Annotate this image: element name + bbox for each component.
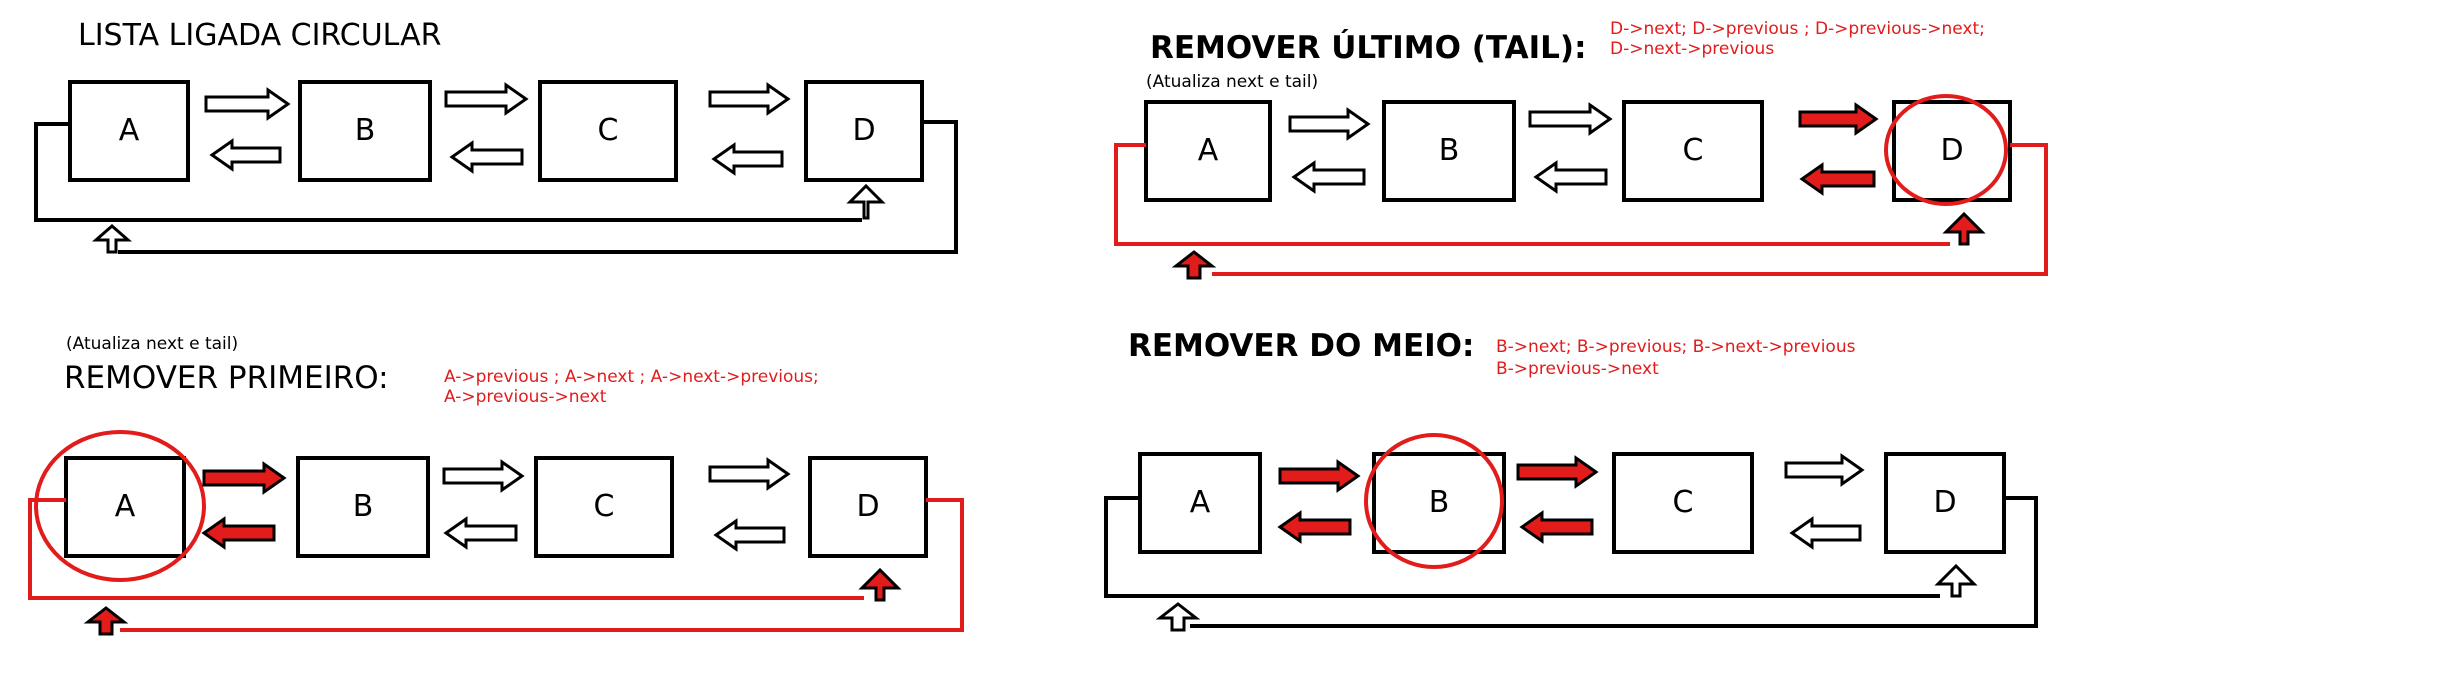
node-label: B (1439, 133, 1460, 168)
highlight-circle (1364, 433, 1504, 569)
panel-title: REMOVER ÚLTIMO (TAIL): (1150, 29, 1586, 66)
operations-line-2: B->previous->next (1496, 359, 1659, 379)
node-label: D (856, 489, 879, 524)
node-label: D (852, 113, 875, 148)
up-arrow-icon (1942, 211, 1986, 246)
panel-remove-first: (Atualiza next e tail) REMOVER PRIMEIRO:… (28, 334, 964, 636)
next-arrow-icon (202, 461, 287, 495)
node-label: C (598, 113, 619, 148)
previous-arrow-icon (449, 140, 524, 174)
previous-arrow-icon (1533, 160, 1608, 194)
node-box-c: C (538, 80, 678, 182)
node-box-a: A (1138, 452, 1262, 554)
previous-arrow-icon (1799, 162, 1876, 196)
node-label: C (1683, 133, 1704, 168)
node-label: B (353, 489, 374, 524)
panel-remove-tail: REMOVER ÚLTIMO (TAIL): D->next; D->previ… (1114, 19, 2048, 280)
next-arrow-icon (708, 82, 791, 116)
operations-line-1: A->previous ; A->next ; A->next->previou… (444, 367, 819, 387)
previous-arrow-icon (209, 138, 282, 172)
panel-title: LISTA LIGADA CIRCULAR (78, 18, 441, 53)
up-arrow-icon (1171, 250, 1217, 280)
node-label: A (119, 113, 140, 148)
operations-line-2: A->previous->next (444, 387, 607, 407)
node-box-b: B (296, 456, 430, 558)
node-box-d: D (804, 80, 924, 182)
node-box-c: C (1612, 452, 1754, 554)
circular-link-lines (1114, 143, 2048, 276)
node-label: D (1933, 485, 1956, 520)
node-box-a: A (64, 456, 186, 558)
node-label: A (1198, 133, 1219, 168)
next-arrow-icon (1288, 107, 1371, 141)
previous-arrow-icon (201, 516, 276, 550)
update-note: (Atualiza next e tail) (66, 334, 238, 354)
next-arrow-icon (1798, 102, 1879, 136)
node-box-b: B (1382, 100, 1516, 202)
panel-title: REMOVER PRIMEIRO: (64, 360, 389, 396)
highlight-circle (34, 430, 206, 582)
node-box-a: A (1144, 100, 1272, 202)
previous-arrow-icon (1789, 516, 1862, 550)
previous-arrow-icon (1291, 160, 1366, 194)
next-arrow-icon (1784, 453, 1865, 487)
node-label: C (594, 489, 615, 524)
next-arrow-icon (444, 82, 529, 116)
node-box-c: C (534, 456, 674, 558)
operations-line-1: D->next; D->previous ; D->previous->next… (1610, 19, 1985, 39)
node-label: A (115, 489, 136, 524)
up-arrow-icon (83, 606, 129, 636)
next-arrow-icon (1528, 102, 1613, 136)
circular-link-lines (28, 498, 964, 632)
next-arrow-icon (1278, 459, 1361, 493)
circular-link-lines (34, 120, 958, 254)
previous-arrow-icon (443, 516, 518, 550)
operations-line-2: D->next->previous (1610, 39, 1774, 59)
next-arrow-icon (442, 459, 525, 493)
panel-circular-list: LISTA LIGADA CIRCULAR A B C D (34, 18, 958, 254)
up-arrow-icon (858, 567, 902, 602)
node-label: B (355, 113, 376, 148)
node-label: B (1429, 485, 1450, 520)
previous-arrow-icon (1277, 510, 1352, 544)
node-label: A (1190, 485, 1211, 520)
node-box-b: B (1372, 452, 1506, 554)
next-arrow-icon (708, 457, 791, 491)
node-box-c: C (1622, 100, 1764, 202)
node-label: C (1673, 485, 1694, 520)
previous-arrow-icon (1519, 510, 1594, 544)
node-box-d: D (808, 456, 928, 558)
circular-link-lines (1104, 496, 2038, 628)
operations-line-1: B->next; B->previous; B->next->previous (1496, 337, 1856, 357)
previous-arrow-icon (713, 518, 786, 552)
up-arrow-icon (1155, 602, 1201, 632)
up-arrow-icon (92, 224, 132, 254)
node-box-a: A (68, 80, 190, 182)
node-box-d: D (1884, 452, 2006, 554)
next-arrow-icon (1516, 455, 1599, 489)
node-label: D (1940, 133, 1963, 168)
highlight-circle (1884, 94, 2008, 206)
up-arrow-icon (1934, 563, 1978, 598)
node-box-b: B (298, 80, 432, 182)
update-note: (Atualiza next e tail) (1146, 72, 1318, 92)
node-box-d: D (1892, 100, 2012, 202)
panel-title: REMOVER DO MEIO: (1128, 328, 1474, 364)
panel-remove-middle: REMOVER DO MEIO: B->next; B->previous; B… (1104, 328, 2038, 632)
previous-arrow-icon (711, 142, 784, 176)
next-arrow-icon (204, 87, 291, 121)
up-arrow-icon (846, 183, 886, 220)
